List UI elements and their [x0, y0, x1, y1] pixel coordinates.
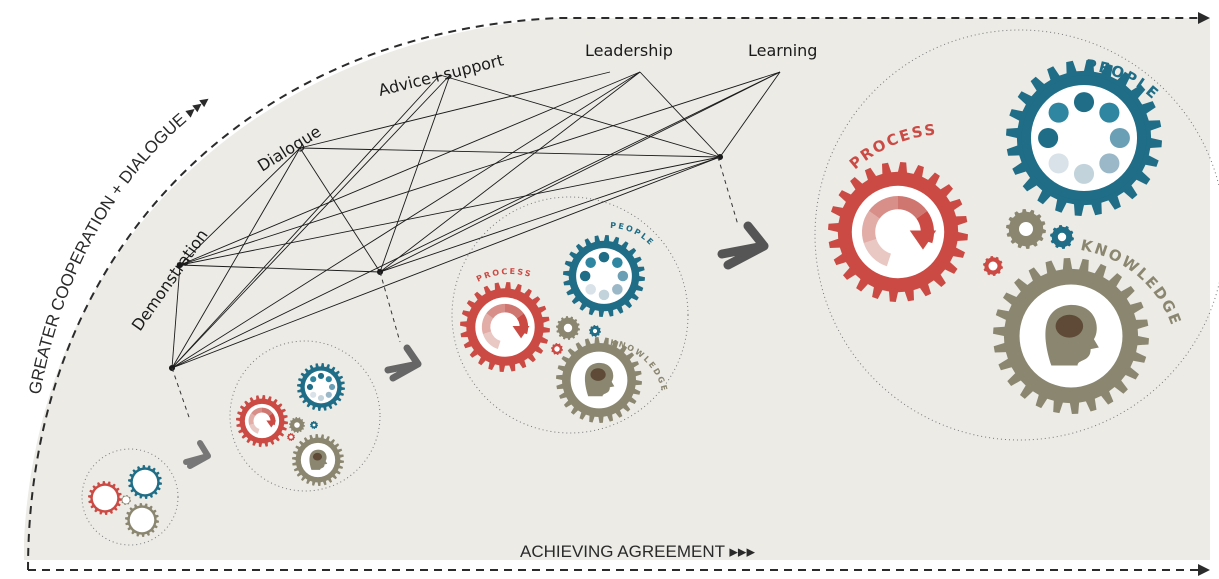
activity-learning: Learning	[748, 41, 817, 60]
tiny-gear-hub	[92, 485, 118, 511]
people-gear-person-icon	[1073, 163, 1095, 184]
connector-dashed-3	[717, 156, 739, 226]
people-gear-person-icon	[1048, 102, 1069, 123]
process-gear-cycle-segment	[897, 195, 928, 219]
process-gear-cycle-segment	[261, 407, 273, 417]
process-gear-cycle-arrowhead	[512, 326, 530, 339]
network-node	[176, 261, 184, 269]
people-gear-person-icon	[317, 372, 325, 380]
tiny-gear-hub	[129, 507, 155, 533]
knowledge-gear-brain-icon	[312, 452, 323, 461]
small-gear-hub	[294, 422, 300, 428]
knowledge-gear-brain-icon	[1055, 314, 1084, 338]
network-line	[179, 71, 641, 266]
axis-bottom-arrowhead	[1198, 564, 1210, 576]
people-gear-person-icon	[1099, 153, 1120, 174]
activity-network	[168, 71, 781, 372]
people-gear-person-icon	[328, 383, 336, 391]
network-line	[299, 147, 381, 273]
people-gear-person-icon	[612, 284, 623, 295]
connector-dashed-1	[171, 367, 191, 421]
axis-label-achieving-agreement: ACHIEVING AGREEMENT ▸▸▸	[520, 542, 755, 561]
process-gear-cycle-arrowhead	[909, 230, 937, 250]
network-line	[379, 71, 781, 273]
process-gear-cycle-segment	[486, 303, 506, 319]
people-gear-center	[313, 379, 329, 395]
process-gear-cycle-segment	[251, 407, 263, 417]
network-line	[179, 264, 381, 273]
network-line	[379, 71, 641, 273]
network-line	[379, 156, 721, 273]
small-gear-hub	[289, 435, 293, 439]
stage-circle-2	[229, 340, 381, 492]
network-line	[171, 71, 781, 369]
network-line	[719, 71, 781, 158]
network-line	[171, 74, 451, 369]
tiny-gear-hub	[122, 496, 130, 504]
progress-arrow-2	[384, 344, 422, 382]
network-line	[171, 147, 301, 369]
small-gear-hub	[312, 423, 316, 427]
tiny-gear-hub	[132, 469, 158, 495]
small-gear-hub	[1019, 222, 1033, 236]
people-gear-person-icon	[1109, 127, 1130, 149]
knowledge-gear-brain-icon	[590, 368, 606, 381]
people-gear-person-icon	[612, 257, 623, 268]
activity-leadership: Leadership	[585, 41, 673, 60]
process-gear-cycle-segment	[482, 331, 501, 350]
network-line	[179, 156, 721, 266]
people-gear-person-icon	[306, 383, 314, 391]
small-gear-hub	[563, 323, 573, 333]
small-gear-hub	[1057, 232, 1067, 242]
process-gear-cycle-segment	[862, 210, 880, 244]
network-line	[299, 71, 611, 149]
small-gear-hub	[554, 346, 560, 352]
people-gear-person-icon	[1073, 92, 1095, 113]
process-gear-cycle-segment	[481, 313, 494, 335]
process-gear-cycle-arrowhead	[266, 420, 277, 428]
stage-circle-3	[451, 196, 689, 434]
people-gear-person-icon	[310, 376, 317, 383]
process-gear-cycle-segment	[863, 238, 892, 267]
gear-clusters	[88, 60, 1162, 537]
small-gear-hub	[988, 261, 998, 271]
people-gear-center	[591, 263, 617, 289]
process-gear-cycle-segment	[504, 303, 524, 319]
people-gear-center	[1060, 114, 1108, 162]
people-gear-person-icon	[1048, 153, 1069, 174]
people-gear-person-icon	[325, 391, 332, 398]
people-gear-person-icon	[598, 289, 610, 301]
people-gear-person-icon	[325, 376, 332, 383]
people-gear-person-icon	[1038, 127, 1059, 149]
people-gear-person-icon	[585, 257, 596, 268]
people-gear-person-icon	[1099, 102, 1120, 123]
people-gear-person-icon	[579, 270, 591, 282]
process-gear-cycle-segment	[868, 195, 899, 219]
network-line	[439, 74, 721, 158]
axis-arc-arrowhead	[1198, 12, 1210, 24]
network-line	[179, 147, 301, 266]
people-gear-person-icon	[598, 251, 610, 263]
network-line	[171, 156, 721, 369]
network-line	[299, 147, 721, 158]
people-gear-person-icon	[585, 284, 596, 295]
people-gear-person-icon	[317, 394, 325, 402]
network-line	[171, 74, 441, 369]
axis-arc-dashed	[27, 17, 1198, 571]
progress-arrow-3	[717, 221, 769, 270]
process-gear-cycle-segment	[248, 413, 256, 426]
network-line	[179, 71, 781, 266]
network-line	[171, 264, 181, 369]
people-gear-person-icon	[617, 270, 629, 282]
progress-arrow-1	[183, 440, 211, 469]
small-gear-hub	[592, 328, 598, 334]
stage-circle-1	[81, 448, 179, 546]
network-line	[379, 74, 451, 273]
network-line	[639, 71, 721, 158]
process-gear-cycle-segment	[249, 423, 260, 434]
people-gear-person-icon	[310, 391, 317, 398]
